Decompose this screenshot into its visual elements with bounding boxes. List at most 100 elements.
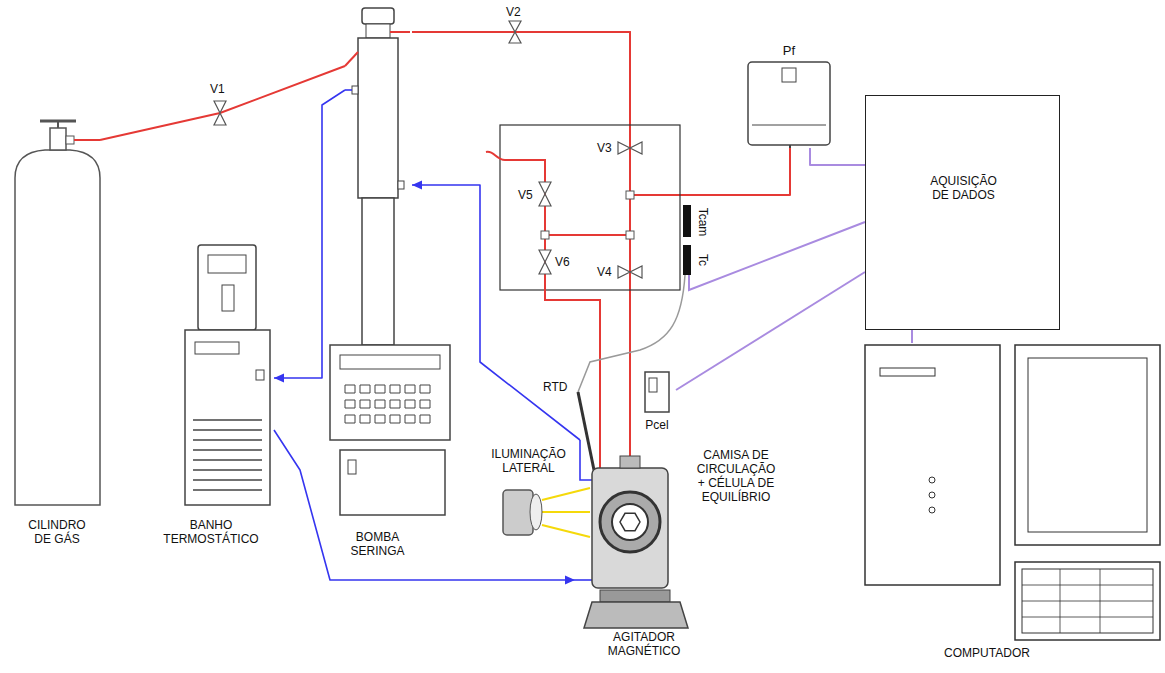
equipment-caption: CILINDRO DE GÁS	[22, 518, 92, 546]
syringe-pump: BOMBA SERINGA	[345, 5, 412, 575]
computer-drawing-part	[1015, 345, 1160, 545]
gas-cylinder-drawing	[15, 121, 100, 505]
cell-drawing-part	[592, 468, 668, 588]
computer-drawing-part	[929, 477, 935, 483]
pressure-sensor: Pcel	[640, 368, 676, 436]
cell-drawing	[575, 440, 668, 588]
gas-cylinder-drawing-part	[57, 121, 59, 128]
connector-line	[100, 66, 345, 140]
sensor-label: Tcam	[696, 208, 710, 237]
valve-label: V3	[597, 141, 612, 155]
valve-symbols-part	[539, 182, 551, 206]
connector-line	[274, 430, 575, 580]
pump-drawing-part	[398, 181, 404, 189]
thermostatic-bath: BANHO TERMOSTÁTICO	[150, 240, 274, 570]
sensor-label: Tc	[696, 254, 710, 266]
computer: COMPUTADOR	[862, 343, 1160, 670]
pcel-drawing-part	[645, 372, 669, 412]
signal-cable	[810, 148, 865, 165]
gas-cylinder: CILINDRO DE GÁS	[15, 115, 100, 555]
pump-drawing-part	[330, 345, 450, 440]
gas-line	[412, 32, 790, 195]
computer-drawing-part	[1022, 569, 1153, 633]
lamp-drawing-part	[530, 494, 542, 530]
bath-drawing-part	[222, 285, 234, 311]
pump-drawing-part	[340, 450, 445, 515]
gas-cylinder-drawing-part	[74, 139, 100, 141]
equipment-caption: BOMBA SERINGA	[345, 530, 410, 558]
temperature-sensors-part	[683, 205, 691, 237]
bath-drawing-part	[193, 420, 262, 490]
pf-transducer-drawing-part	[752, 125, 826, 126]
valve-panel-part	[545, 235, 600, 468]
computer-drawing-part	[880, 368, 935, 376]
data-acquisition-box: AQUISIÇÃO DE DADOS	[865, 95, 1060, 330]
equipment-caption: BANHO TERMOSTÁTICO	[150, 518, 272, 546]
gas-cylinder-drawing-part	[66, 136, 74, 144]
arrow-head	[412, 181, 422, 190]
valve-panel-part	[541, 231, 549, 239]
valve-symbols-part	[509, 21, 521, 43]
connector-line	[274, 90, 345, 378]
pf-transducer-drawing-part	[748, 62, 830, 145]
connector-line	[676, 272, 865, 390]
magnetic-stirrer: AGITADOR MAGNÉTICO	[583, 592, 705, 670]
valve-panel-part	[500, 125, 680, 290]
stirrer-drawing-part	[600, 590, 670, 602]
valve-symbols-part	[214, 101, 226, 125]
temperature-sensors-part	[689, 222, 865, 290]
sensor-label: RTD	[543, 380, 567, 394]
equipment-caption: Pf	[774, 43, 804, 58]
valve-label: V1	[210, 82, 225, 96]
gas-line	[100, 66, 345, 140]
pump-drawing-part	[390, 31, 410, 33]
computer-drawing-part	[929, 492, 935, 498]
side-lamp: ILUMINAÇÃO LATERAL	[485, 445, 574, 548]
bath-drawing-part	[198, 245, 256, 330]
cell-drawing-part	[575, 579, 592, 581]
bath-drawing-part	[256, 370, 264, 380]
pump-drawing-part	[366, 24, 390, 38]
computer-drawing	[865, 345, 1160, 640]
computer-drawing-part	[1022, 569, 1153, 633]
pump-drawing-part	[345, 52, 358, 66]
equipment-caption: COMPUTADOR	[922, 646, 1052, 660]
signal-cable	[912, 330, 913, 343]
cell-drawing-part	[600, 492, 660, 552]
computer-drawing-part	[1015, 562, 1160, 640]
valve-panel-part	[486, 152, 630, 235]
pump-drawing-part	[352, 86, 358, 94]
lamp-drawing	[503, 488, 590, 537]
arrow-head	[565, 576, 575, 585]
valve-symbols-part	[539, 250, 551, 274]
valve-label: V2	[506, 5, 521, 19]
lamp-drawing-part	[503, 490, 533, 535]
connector-line	[810, 148, 865, 165]
pf-transducer-drawing-part	[782, 68, 796, 82]
valve-panel-part	[626, 191, 634, 199]
computer-drawing-part	[1028, 358, 1147, 532]
equipment-caption: AGITADOR MAGNÉTICO	[603, 630, 685, 658]
bath-drawing-part	[185, 330, 270, 505]
valve-symbols-part	[618, 266, 642, 278]
equipment-caption: CAMISA DE CIRCULAÇÃO + CÉLULA DE EQUILÍB…	[693, 448, 779, 504]
pump-drawing	[330, 8, 450, 515]
pump-drawing-part	[345, 89, 352, 91]
temperature-sensors	[578, 205, 865, 392]
pump-drawing-part	[362, 198, 394, 345]
stirrer-drawing	[584, 590, 688, 628]
water-line	[274, 430, 575, 585]
pump-drawing-part	[348, 460, 356, 474]
temperature-sensors-part	[683, 245, 691, 275]
water-line	[274, 90, 345, 383]
connector-line	[412, 32, 790, 195]
pressure-transducer: Pf	[745, 43, 833, 148]
equipment-caption: ILUMINAÇÃO LATERAL	[485, 447, 572, 475]
pcel-drawing	[645, 372, 669, 412]
pf-transducer-drawing	[748, 62, 830, 148]
pf-transducer-drawing-part	[789, 145, 791, 148]
signal-cable	[676, 272, 865, 390]
valve-panel-part	[626, 231, 634, 239]
pump-drawing-part	[345, 385, 430, 423]
